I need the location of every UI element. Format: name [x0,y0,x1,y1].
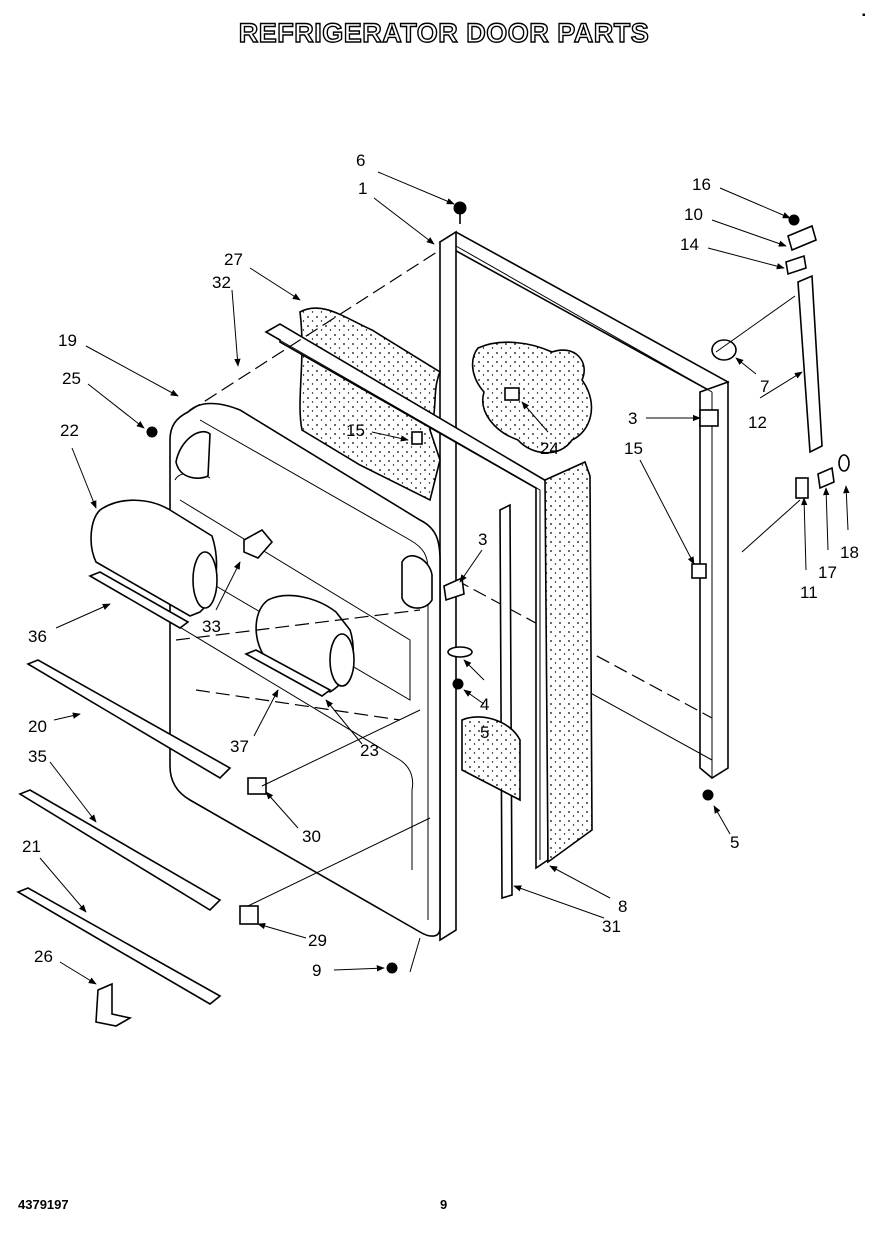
page-title: REFRIGERATOR DOOR PARTS [238,17,650,48]
callout-6: 6 [356,151,365,170]
callout-29: 29 [308,931,327,950]
callout-arrows [39,171,850,985]
callout-3b: 3 [478,530,487,549]
callout-7: 7 [760,377,769,396]
callout-15b: 15 [624,439,643,458]
callout-23: 23 [360,741,379,760]
shelf-rails [16,659,232,1005]
callout-14: 14 [680,235,699,254]
callout-25: 25 [62,369,81,388]
callout-11: 11 [800,583,818,602]
callout-12: 12 [748,413,767,432]
callout-20: 20 [28,717,47,736]
callout-32: 32 [212,273,231,292]
callout-17: 17 [818,563,837,582]
callout-30: 30 [302,827,321,846]
door-bin-small [244,594,355,697]
callout-18: 18 [840,543,859,562]
callout-35: 35 [28,747,47,766]
part-number: 4379197 [18,1197,69,1212]
callout-9: 9 [312,961,321,980]
callout-15a: 15 [346,421,365,440]
callout-33: 33 [202,617,221,636]
callout-labels: 6 1 16 10 14 27 32 19 25 7 3 12 15 22 24… [22,151,859,980]
callout-8: 8 [618,897,627,916]
callout-10: 10 [684,205,703,224]
callout-1: 1 [358,179,367,198]
assembly-lines [175,249,801,973]
hardware-parts [95,201,850,1027]
outer-door-panel [438,230,730,942]
callout-31: 31 [602,917,621,936]
foam-insulation-side [544,460,593,864]
callout-19: 19 [58,331,77,350]
callout-3a: 3 [628,409,637,428]
callout-16: 16 [692,175,711,194]
callout-26: 26 [34,947,53,966]
callout-21: 21 [22,837,41,856]
callout-4: 4 [480,695,489,714]
corner-mark: ▪ [862,10,866,21]
callout-22: 22 [60,421,79,440]
door-bin-large [88,499,218,629]
callout-5a: 5 [480,723,489,742]
hinge-rod [797,274,823,454]
callout-5b: 5 [730,833,739,852]
callout-24: 24 [540,439,559,458]
callout-37: 37 [230,737,249,756]
callout-36: 36 [28,627,47,646]
page-number: 9 [440,1197,448,1212]
callout-27: 27 [224,250,243,269]
insulation-patch [471,341,593,454]
